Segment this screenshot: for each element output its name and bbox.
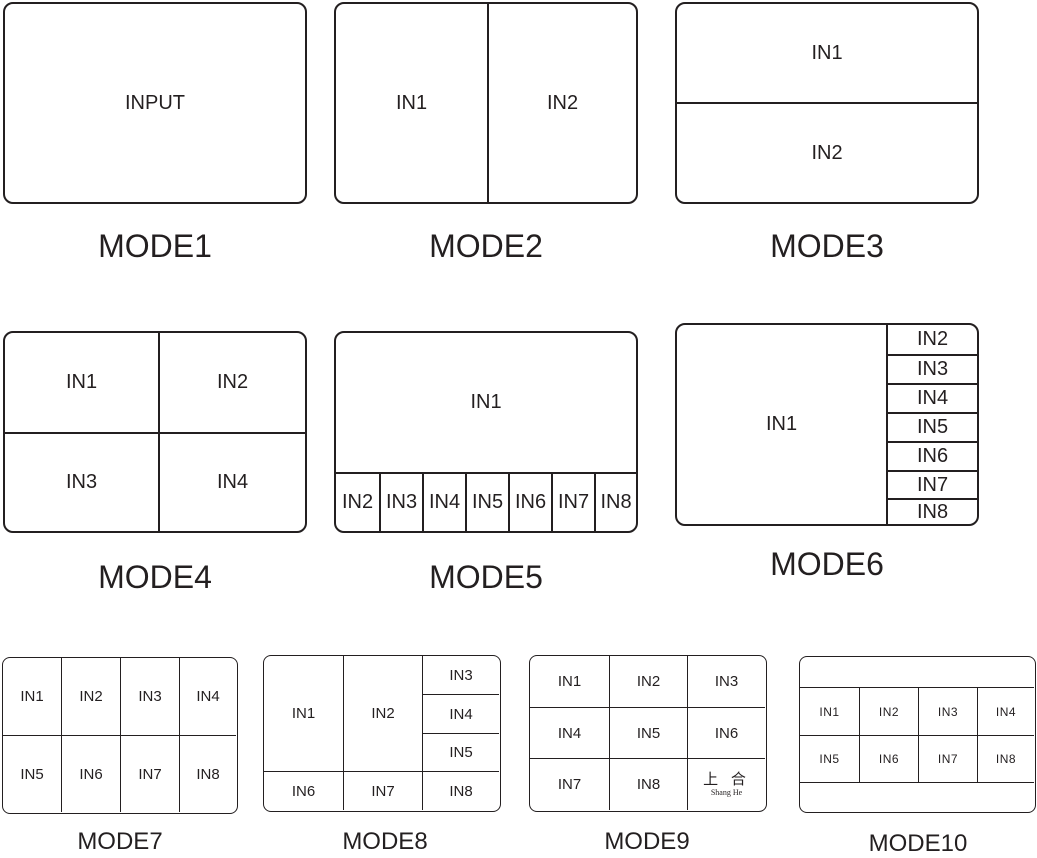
mode5-cell-in4: IN4: [422, 472, 465, 531]
mode8-cell-in6: IN6: [264, 771, 343, 810]
mode4-caption: MODE4: [98, 559, 212, 595]
mode6-cell-in2: IN2: [886, 325, 977, 354]
mode9-cell-in3: IN3: [687, 656, 765, 707]
mode6-cell-in4: IN4: [886, 383, 977, 412]
brand-logo-english: Shang He: [710, 788, 743, 797]
mode8-cell-in7: IN7: [343, 771, 422, 810]
mode3-cell-in2: IN2: [677, 102, 977, 202]
mode9-cell-in7: IN7: [530, 758, 609, 810]
mode9-cell-in8: IN8: [609, 758, 687, 810]
mode8-caption: MODE8: [342, 828, 428, 855]
mode5-cell-in6: IN6: [508, 472, 551, 531]
mode10-top-band: [800, 657, 1034, 687]
mode10-layout: IN1 IN2 IN3 IN4 IN5 IN6 IN7 IN8: [799, 656, 1036, 813]
mode2-layout: IN1 IN2: [334, 2, 638, 204]
mode8-cell-in2: IN2: [343, 656, 422, 771]
mode5-cell-in1: IN1: [470, 391, 502, 413]
mode6-caption: MODE6: [770, 546, 884, 582]
mode6-cell-in3: IN3: [886, 354, 977, 383]
mode9-logo-cell: 上 合 Shang He: [687, 758, 765, 810]
mode10-cell-in3: IN3: [918, 687, 977, 735]
mode1-caption: MODE1: [98, 228, 212, 264]
mode10-caption: MODE10: [868, 830, 968, 857]
mode10-cell-in2: IN2: [859, 687, 918, 735]
mode6-cell-in7: IN7: [886, 470, 977, 498]
mode1-cell-input: INPUT: [125, 91, 185, 114]
mode6-cell-in1: IN1: [765, 413, 798, 435]
brand-logo-chinese: 上 合: [703, 770, 750, 788]
mode6-cell-in8: IN8: [886, 498, 977, 524]
mode10-bottom-band: [800, 782, 1034, 811]
mode5-caption: MODE5: [429, 559, 543, 595]
mode7-cell-in4: IN4: [179, 658, 236, 735]
mode9-cell-in4: IN4: [530, 707, 609, 758]
mode5-cell-in3: IN3: [379, 472, 422, 531]
mode10-cell-in1: IN1: [800, 687, 859, 735]
mode7-cell-in6: IN6: [61, 735, 120, 812]
mode9-cell-in5: IN5: [609, 707, 687, 758]
mode9-cell-in6: IN6: [687, 707, 765, 758]
mode8-cell-in4: IN4: [422, 694, 499, 733]
mode7-cell-in3: IN3: [120, 658, 179, 735]
mode3-caption: MODE3: [770, 228, 884, 264]
mode1-layout: INPUT: [3, 2, 307, 204]
mode7-cell-in1: IN1: [20, 688, 44, 705]
mode9-cell-in1: IN1: [557, 673, 582, 690]
mode8-cell-in3: IN3: [422, 656, 499, 694]
mode8-cell-in5: IN5: [422, 733, 499, 771]
mode2-cell-in2: IN2: [487, 4, 636, 202]
mode6-cell-in5: IN5: [886, 412, 977, 441]
mode3-cell-in1: IN1: [811, 41, 843, 64]
mode5-layout: IN1 IN2 IN3 IN4 IN5 IN6 IN7 IN8: [334, 331, 638, 533]
mode4-cell-in1: IN1: [65, 371, 98, 393]
mode5-cell-in5: IN5: [465, 472, 508, 531]
mode6-layout: IN1 IN2 IN3 IN4 IN5 IN6 IN7 IN8: [675, 323, 979, 526]
mode8-cell-in1: IN1: [291, 705, 316, 722]
mode7-cell-in8: IN8: [179, 735, 236, 812]
mode7-cell-in5: IN5: [3, 735, 61, 812]
mode8-cell-in8: IN8: [422, 771, 499, 810]
mode7-caption: MODE7: [77, 828, 163, 855]
mode2-cell-in1: IN1: [395, 91, 428, 114]
mode6-cell-in6: IN6: [886, 441, 977, 470]
mode7-cell-in2: IN2: [61, 658, 120, 735]
mode7-layout: IN1 IN2 IN3 IN4 IN5 IN6 IN7 IN8: [2, 657, 238, 814]
mode3-layout: IN1 IN2: [675, 2, 979, 204]
mode4-layout: IN1 IN2 IN3 IN4: [3, 331, 307, 533]
mode10-cell-in6: IN6: [859, 735, 918, 782]
mode10-cell-in8: IN8: [977, 735, 1034, 782]
mode9-cell-in2: IN2: [609, 656, 687, 707]
mode7-cell-in7: IN7: [120, 735, 179, 812]
mode4-cell-in2: IN2: [158, 333, 305, 432]
mode10-cell-in4: IN4: [977, 687, 1034, 735]
mode2-caption: MODE2: [429, 228, 543, 264]
mode10-cell-in5: IN5: [800, 735, 859, 782]
mode5-cell-in2: IN2: [336, 472, 379, 531]
mode5-cell-in8: IN8: [594, 472, 636, 531]
mode10-cell-in7: IN7: [918, 735, 977, 782]
mode4-cell-in4: IN4: [158, 432, 305, 531]
mode9-caption: MODE9: [604, 828, 690, 855]
mode8-layout: IN1 IN2 IN3 IN4 IN5 IN6 IN7 IN8: [263, 655, 501, 812]
mode4-cell-in3: IN3: [5, 432, 158, 531]
mode9-layout: IN1 IN2 IN3 IN4 IN5 IN6 IN7 IN8 上 合 Shan…: [529, 655, 767, 812]
mode5-cell-in7: IN7: [551, 472, 594, 531]
